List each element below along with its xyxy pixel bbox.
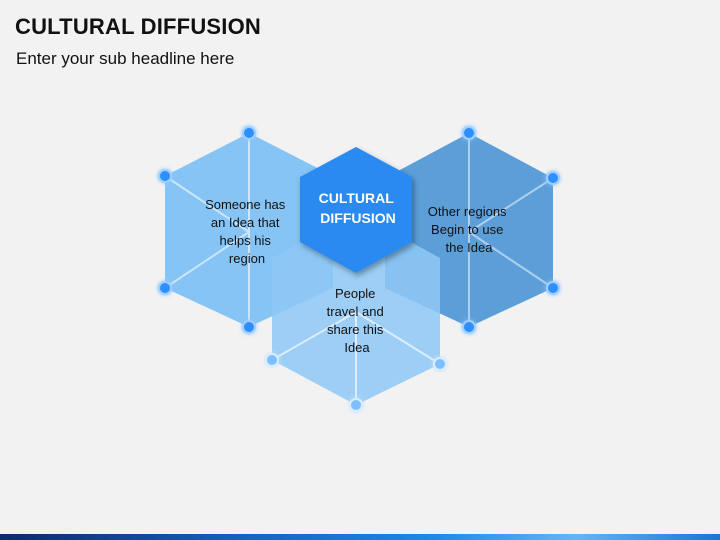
center-label: CULTURAL DIFFUSION	[319, 190, 398, 226]
dot-left-bottom	[242, 320, 256, 334]
left-label-line: helps his	[220, 233, 272, 248]
slide-subtitle: Enter your sub headline here	[16, 49, 235, 68]
hex-bottom-shape	[272, 212, 440, 405]
dot-left-lower	[158, 281, 172, 295]
dot-bottom-right	[433, 357, 447, 371]
center-label-line: DIFFUSION	[320, 210, 395, 226]
vertex-dots	[158, 126, 560, 412]
left-label-line: Someone has	[205, 197, 286, 212]
right-label-line: the Idea	[446, 240, 494, 255]
bottom-node-label: People travel and share this Idea	[327, 286, 388, 355]
dot-right-lower	[546, 281, 560, 295]
hex-center-shape	[300, 147, 412, 273]
hex-right-spokes	[468, 133, 554, 327]
bottom-label-line: travel and	[327, 304, 384, 319]
bottom-label-line: Idea	[344, 340, 370, 355]
right-label-line: Other regions	[428, 204, 507, 219]
dot-left-top	[242, 126, 256, 140]
bottom-label-line: share this	[327, 322, 384, 337]
slide-title: CULTURAL DIFFUSION	[15, 14, 261, 39]
left-node-label: Someone has an Idea that helps his regio…	[205, 197, 289, 266]
hex-left-spokes	[164, 133, 250, 327]
center-label-line: CULTURAL	[319, 190, 395, 206]
dot-left-upper	[158, 169, 172, 183]
bottom-accent-bar	[0, 534, 720, 540]
dot-right-top	[462, 126, 476, 140]
right-label-line: Begin to use	[431, 222, 503, 237]
bottom-label-line: People	[335, 286, 375, 301]
dot-right-upper	[546, 171, 560, 185]
dot-bottom-left	[265, 353, 279, 367]
hex-node-center	[300, 147, 412, 273]
left-label-line: an Idea that	[211, 215, 280, 230]
dot-right-bottom	[462, 320, 476, 334]
hex-node-bottom	[271, 212, 441, 405]
right-node-label: Other regions Begin to use the Idea	[428, 204, 510, 255]
left-label-line: region	[229, 251, 265, 266]
dot-bottom-bottom	[349, 398, 363, 412]
hex-bottom-spokes	[271, 311, 441, 405]
